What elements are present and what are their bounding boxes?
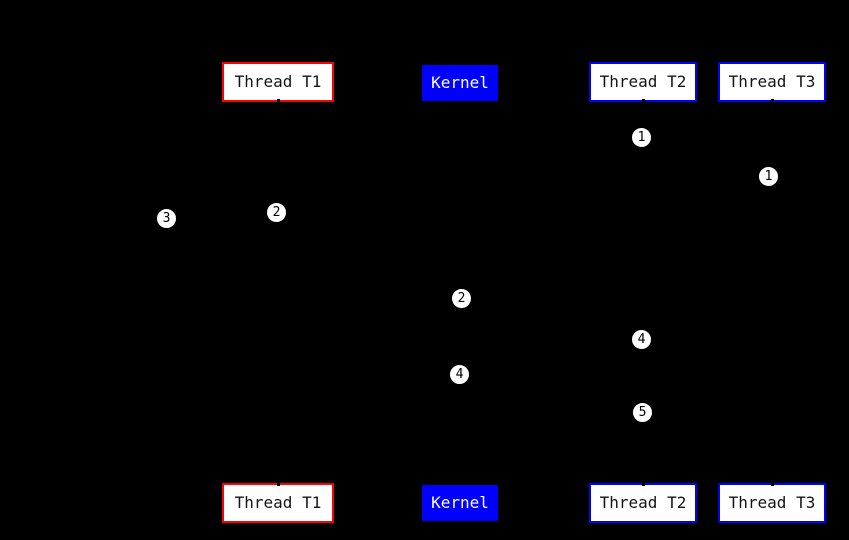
participant-box-thread-t3-top: Thread T3	[718, 62, 826, 102]
lifeline-tick	[642, 479, 645, 486]
lifeline-tick	[277, 479, 280, 486]
lifeline-tick	[771, 479, 774, 486]
lifeline-tick	[277, 99, 280, 106]
participant-box-thread-t3-bottom: Thread T3	[718, 483, 826, 523]
participant-label: Thread T2	[599, 72, 687, 91]
sequence-number-badge: 1	[631, 127, 652, 148]
participant-label: Kernel	[431, 73, 489, 92]
participant-label: Thread T3	[728, 493, 816, 512]
participant-box-kernel-bottom: Kernel	[422, 485, 498, 521]
sequence-number-badge: 2	[451, 288, 472, 309]
participant-box-thread-t2-bottom: Thread T2	[589, 483, 697, 523]
participant-box-kernel-top: Kernel	[422, 65, 498, 101]
sequence-number-badge: 4	[449, 364, 470, 385]
lifeline-tick	[642, 99, 645, 106]
sequence-number-badge: 4	[631, 329, 652, 350]
participant-box-thread-t1-bottom: Thread T1	[222, 483, 334, 523]
participant-box-thread-t2-top: Thread T2	[589, 62, 697, 102]
participant-label: Thread T1	[234, 493, 322, 512]
participant-box-thread-t1-top: Thread T1	[222, 62, 334, 102]
sequence-number-badge: 5	[632, 402, 653, 423]
sequence-number-badge: 3	[156, 208, 177, 229]
lifeline-tick	[771, 99, 774, 106]
participant-label: Thread T3	[728, 72, 816, 91]
sequence-number-badge: 2	[266, 202, 287, 223]
sequence-number-badge: 1	[758, 166, 779, 187]
participant-label: Kernel	[431, 493, 489, 512]
participant-label: Thread T2	[599, 493, 687, 512]
participant-label: Thread T1	[234, 72, 322, 91]
